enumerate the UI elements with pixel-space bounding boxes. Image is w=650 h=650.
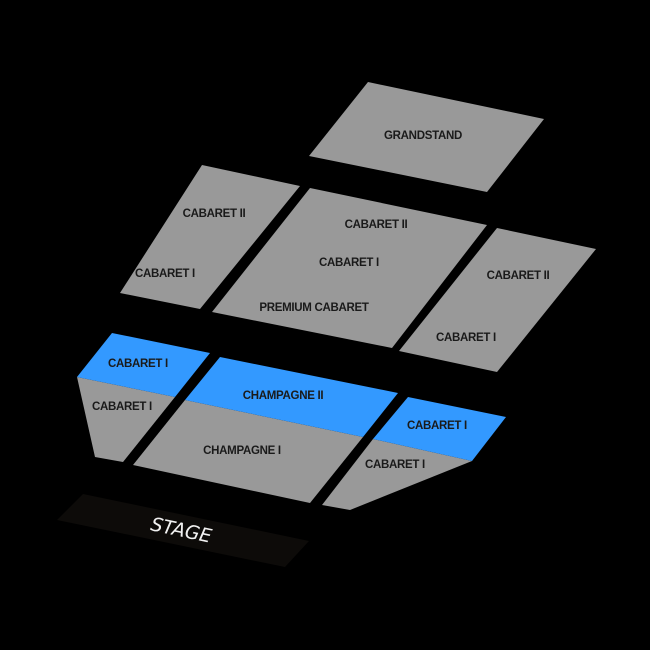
- section-grandstand[interactable]: GRANDSTAND: [309, 82, 544, 192]
- section-champagne-i[interactable]: [133, 400, 363, 503]
- section-right-lower-front[interactable]: [373, 397, 506, 461]
- section-right-lower-back[interactable]: [322, 439, 472, 510]
- section-champagne-ii[interactable]: [185, 357, 398, 437]
- stage: STAGE: [57, 494, 309, 567]
- section-left-lower-back[interactable]: [77, 377, 175, 462]
- section-left-lower-front[interactable]: [77, 333, 210, 397]
